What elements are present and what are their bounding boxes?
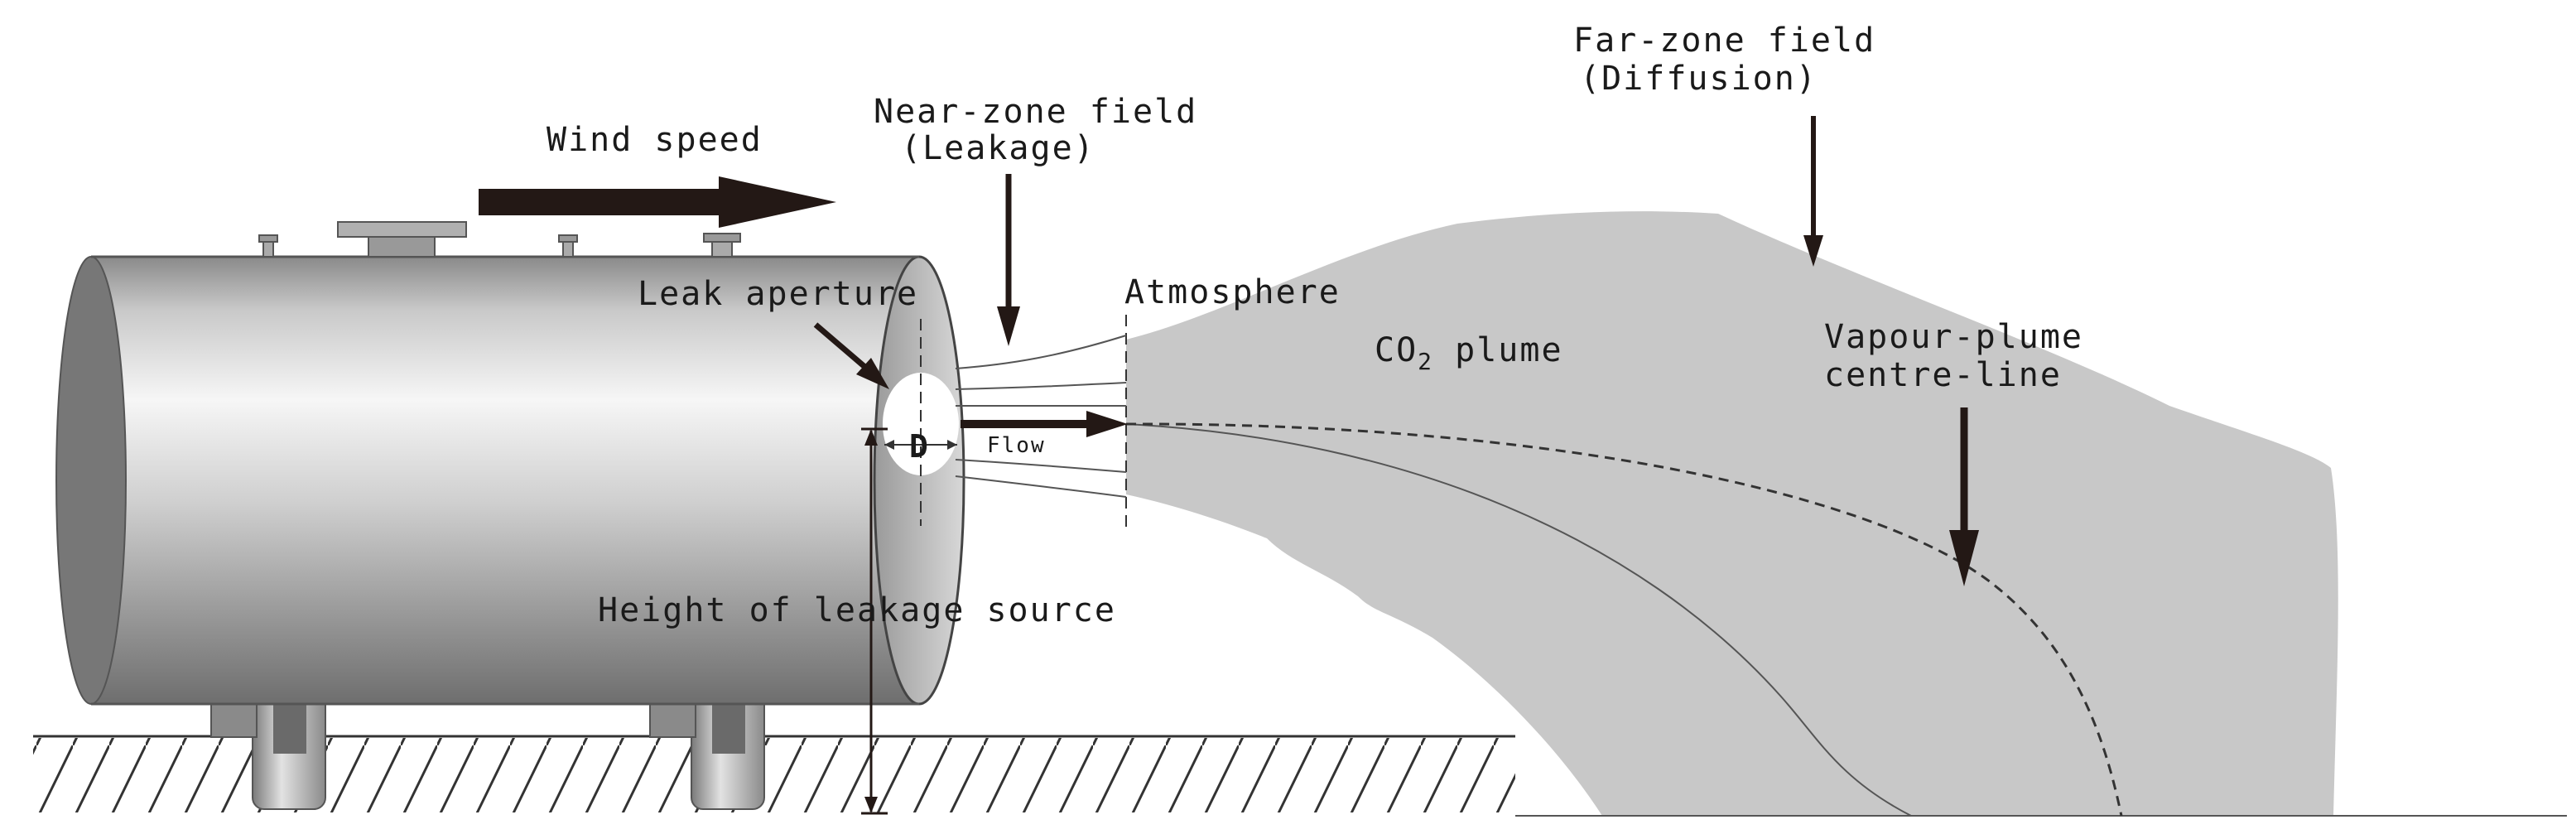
vapour-centreline-label-line2: centre-line [1824, 356, 2062, 394]
co2-plume-label: CO2 plume [1375, 331, 1563, 375]
tank-manway [337, 221, 467, 258]
height-arrow-top [864, 429, 878, 446]
far-zone-label-line2: (Diffusion) [1580, 60, 1818, 98]
near-zone-pointer-arrow [997, 174, 1020, 346]
tank-nozzle-3 [703, 233, 741, 258]
atmosphere-label: Atmosphere [1124, 273, 1341, 311]
flow-label: Flow [987, 433, 1046, 458]
tank-nozzle-1 [258, 234, 278, 258]
diameter-label: D [909, 428, 930, 465]
height-leakage-source-label: Height of leakage source [598, 591, 1116, 629]
jet-streamlines [955, 335, 1127, 498]
co2-plume-area [1126, 211, 2338, 816]
diameter-arrow-right [947, 440, 957, 450]
wind-speed-label: Wind speed [546, 121, 763, 159]
vapour-centreline-label-line1: Vapour-plume [1824, 318, 2083, 356]
flow-arrow [961, 411, 1128, 437]
leak-aperture-label: Leak aperture [638, 275, 918, 313]
lower-plume-trajectory [1125, 423, 1912, 817]
far-zone-pointer-arrow [1803, 116, 1823, 267]
height-arrow-bottom [864, 797, 878, 813]
storage-tank [55, 255, 965, 706]
leak-aperture-pointer-arrow [813, 322, 889, 389]
diameter-arrow-left [884, 440, 894, 450]
wind-speed-arrow [479, 176, 836, 228]
near-zone-label-line2: (Leakage) [901, 129, 1095, 167]
far-zone-label-line1: Far-zone field [1573, 22, 1875, 60]
vapour-plume-centreline [1125, 422, 2123, 817]
near-zone-label-line1: Near-zone field [874, 93, 1197, 131]
vapour-plume-pointer-arrow [1949, 407, 1979, 586]
tank-nozzle-2 [558, 234, 578, 258]
leak-aperture-hole [883, 373, 959, 475]
